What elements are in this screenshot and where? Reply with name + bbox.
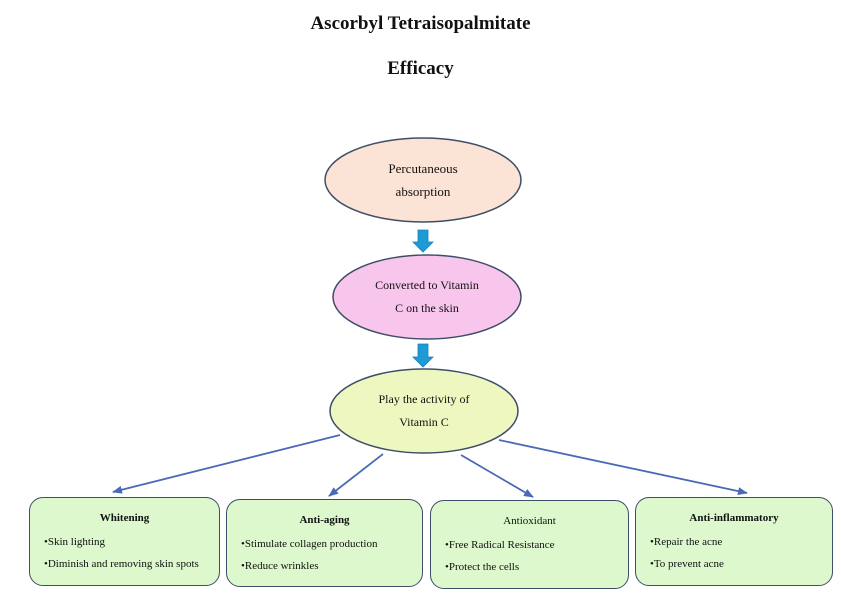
effect-box-antioxidant: Antioxidant Free Radical Resistance Prot… [430, 500, 629, 589]
node-text-line: Vitamin C [399, 415, 449, 429]
ellipse-percutaneous [324, 137, 522, 223]
effect-title: Anti-aging [299, 514, 350, 526]
ellipse-converted [332, 254, 522, 340]
connector-anti-aging [328, 453, 384, 497]
node-text-line: C on the skin [395, 301, 459, 315]
down-arrow-icon [412, 229, 434, 253]
node-text-line: absorption [395, 184, 451, 199]
diagram-title: Ascorbyl Tetraisopalmitate [310, 13, 531, 34]
effect-item: Diminish and removing skin spots [44, 553, 219, 575]
effect-box-whitening: Whitening Skin lighting Diminish and rem… [29, 497, 220, 586]
effect-item: Free Radical Resistance [445, 534, 628, 556]
connector-whitening [112, 434, 341, 494]
effect-item: Stimulate collagen production [241, 533, 422, 555]
effect-title: Whitening [99, 512, 150, 524]
effect-title: Anti-inflammatory [689, 512, 779, 524]
node-text-line: Play the activity of [378, 392, 470, 406]
node-text-line: Converted to Vitamin [375, 278, 479, 292]
connector-antioxidant [460, 454, 534, 498]
effect-item: Reduce wrinkles [241, 555, 422, 577]
effect-box-anti-aging: Anti-aging Stimulate collagen production… [226, 499, 423, 587]
down-arrow-icon [412, 343, 434, 368]
node-text-line: Percutaneous [388, 161, 458, 176]
diagram-subtitle: Efficacy [387, 58, 454, 79]
effect-item: Protect the cells [445, 556, 628, 578]
effect-title: Antioxidant [503, 515, 556, 527]
effect-item: To prevent acne [650, 553, 832, 575]
effect-box-anti-inflammatory: Anti-inflammatory Repair the acne To pre… [635, 497, 833, 586]
effect-item: Repair the acne [650, 531, 832, 553]
connector-anti-inflammatory [498, 439, 748, 496]
node-activity: Play the activity of Vitamin C [344, 388, 504, 434]
node-percutaneous: Percutaneous absorption [343, 157, 503, 203]
node-converted: Converted to Vitamin C on the skin [347, 274, 507, 320]
effect-item: Skin lighting [44, 531, 219, 553]
ellipse-activity [329, 368, 519, 454]
